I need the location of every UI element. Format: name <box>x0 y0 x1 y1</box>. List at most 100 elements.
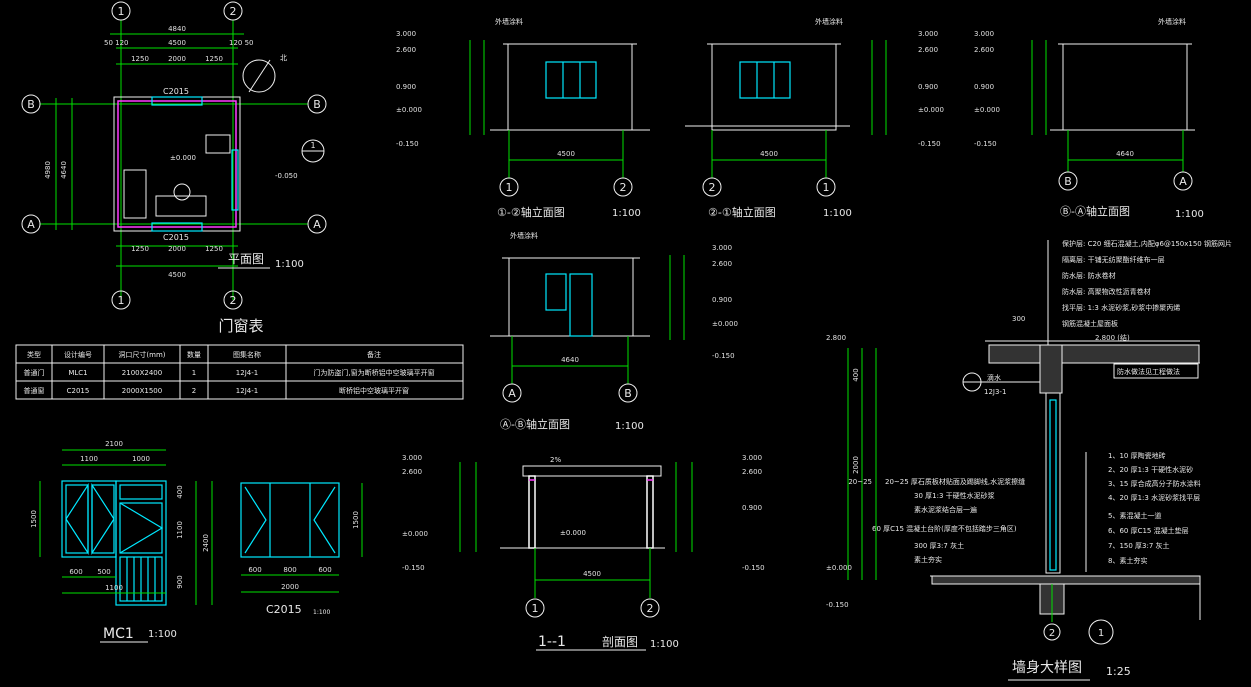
axis-bubble-a-left <box>21 214 41 234</box>
section-1-1: 2% ±0.000 3.000 2.600 ±0.000 -0.150 3.00… <box>402 454 765 651</box>
svg-text:备注: 备注 <box>367 350 381 359</box>
svg-text:2000: 2000 <box>852 456 860 474</box>
svg-text:2: 2 <box>647 602 654 615</box>
svg-text:2、20 厚1:3 干硬性水泥砂: 2、20 厚1:3 干硬性水泥砂 <box>1108 465 1193 474</box>
svg-text:MLC1: MLC1 <box>68 369 87 377</box>
svg-text:900: 900 <box>176 575 184 588</box>
window-c2015-detail: 600 800 600 2000 1500 C2015 1:100 <box>240 482 363 616</box>
svg-text:防水层: 高聚物改性沥青卷材: 防水层: 高聚物改性沥青卷材 <box>1062 287 1151 296</box>
axis-bubble-b-right <box>307 94 327 114</box>
svg-text:2: 2 <box>1049 628 1055 639</box>
svg-text:-0.150: -0.150 <box>826 601 849 609</box>
svg-text:素水泥浆结合层一遍: 素水泥浆结合层一遍 <box>914 505 977 514</box>
svg-text:1: 1 <box>1098 628 1104 639</box>
axis-label: 1 <box>118 294 125 307</box>
axis-label: B <box>313 98 321 111</box>
bed-icon <box>123 169 147 219</box>
svg-text:1000: 1000 <box>132 455 150 463</box>
svg-text:20~25 厚石质板材贴面及踢脚线,水泥浆擦缝: 20~25 厚石质板材贴面及踢脚线,水泥浆擦缝 <box>885 477 1025 486</box>
plan-walls <box>117 100 237 228</box>
svg-text:数量: 数量 <box>187 350 201 359</box>
axis-bubble-1-top <box>111 1 131 21</box>
svg-text:2000X1500: 2000X1500 <box>122 387 162 395</box>
window-bottom <box>151 222 203 232</box>
svg-text:2100: 2100 <box>105 440 123 448</box>
svg-text:外墙涂料: 外墙涂料 <box>495 17 523 26</box>
svg-text:滴水: 滴水 <box>987 373 1001 382</box>
svg-text:50 120: 50 120 <box>104 39 129 47</box>
door-window-schedule: 门窗表 类型 设计编号 洞口尺寸(mm) 数量 图集名称 备注 普通门 MLC1… <box>15 317 464 400</box>
svg-text:外墙涂料: 外墙涂料 <box>1158 17 1186 26</box>
svg-text:1: 1 <box>532 602 539 615</box>
svg-text:12J4-1: 12J4-1 <box>236 387 258 395</box>
svg-text:2400: 2400 <box>202 534 210 552</box>
svg-text:普通门: 普通门 <box>24 368 45 377</box>
svg-text:图集名称: 图集名称 <box>233 350 261 359</box>
svg-text:1: 1 <box>506 181 513 194</box>
axis-label: 1 <box>118 5 125 18</box>
axis-bubble-2-bottom <box>223 290 243 310</box>
svg-text:600: 600 <box>318 566 331 574</box>
elevation-title: ②-①轴立面图 <box>708 205 776 219</box>
wall-section-detail: 保护层: C20 细石混凝土,内配φ6@150x150 钢筋网片 隔离层: 干铺… <box>826 239 1232 681</box>
svg-text:60 厚C15 混凝土台阶(厚度不包括踏步三角区): 60 厚C15 混凝土台阶(厚度不包括踏步三角区) <box>872 524 1017 533</box>
svg-text:2.600: 2.600 <box>974 46 994 54</box>
north-arrow-icon <box>242 59 276 93</box>
svg-text:800: 800 <box>283 566 296 574</box>
table-title: 门窗表 <box>218 317 263 335</box>
svg-text:1:100: 1:100 <box>615 421 644 432</box>
svg-text:防水做法见工程做法: 防水做法见工程做法 <box>1117 367 1180 376</box>
svg-text:-0.150: -0.150 <box>402 564 425 572</box>
svg-text:3、15 厚合成高分子防水涂料: 3、15 厚合成高分子防水涂料 <box>1108 479 1201 488</box>
svg-text:±0.000: ±0.000 <box>826 564 852 572</box>
svg-text:3.000: 3.000 <box>712 244 732 252</box>
axis-label: B <box>27 98 35 111</box>
window-top <box>151 96 203 106</box>
axis-label: A <box>313 218 321 231</box>
svg-text:1100: 1100 <box>80 455 98 463</box>
svg-text:-0.050: -0.050 <box>275 172 298 180</box>
svg-text:2.800: 2.800 <box>826 334 846 342</box>
svg-text:7、150 厚3:7 灰土: 7、150 厚3:7 灰土 <box>1108 541 1170 550</box>
svg-text:12J3-1: 12J3-1 <box>984 388 1006 396</box>
svg-text:C2015: C2015 <box>163 87 189 96</box>
svg-text:0.900: 0.900 <box>918 83 938 91</box>
svg-text:4500: 4500 <box>557 150 575 158</box>
svg-text:4500: 4500 <box>168 39 186 47</box>
svg-text:±0.000: ±0.000 <box>560 529 586 537</box>
axis-bubble-b-left <box>21 94 41 114</box>
window-c2015 <box>739 61 791 99</box>
window <box>545 273 567 311</box>
svg-text:类型: 类型 <box>27 350 41 359</box>
svg-text:1:100: 1:100 <box>823 208 852 219</box>
elevation-title: Ⓑ-Ⓐ轴立面图 <box>1060 204 1130 218</box>
svg-text:1500: 1500 <box>30 510 38 528</box>
door-mc1 <box>231 149 239 211</box>
detail-ref-icon <box>1088 619 1114 645</box>
svg-text:0.900: 0.900 <box>712 296 732 304</box>
svg-text:1100: 1100 <box>176 521 184 539</box>
svg-text:2.600: 2.600 <box>918 46 938 54</box>
svg-text:4640: 4640 <box>1116 150 1134 158</box>
svg-text:1: 1 <box>192 369 196 377</box>
svg-text:5、素混凝土一道: 5、素混凝土一道 <box>1108 511 1161 520</box>
svg-text:600: 600 <box>248 566 261 574</box>
svg-text:1250: 1250 <box>205 55 223 63</box>
svg-text:-0.150: -0.150 <box>918 140 941 148</box>
svg-text:600: 600 <box>69 568 82 576</box>
svg-text:±0.000: ±0.000 <box>402 530 428 538</box>
svg-text:120 50: 120 50 <box>229 39 254 47</box>
svg-text:3.000: 3.000 <box>742 454 762 462</box>
svg-text:4500: 4500 <box>583 570 601 578</box>
svg-text:1250: 1250 <box>131 55 149 63</box>
svg-text:防水层: 防水卷材: 防水层: 防水卷材 <box>1062 271 1116 280</box>
svg-text:0.900: 0.900 <box>742 504 762 512</box>
chair-icon <box>173 183 191 201</box>
svg-text:2.800 (结): 2.800 (结) <box>1095 333 1130 342</box>
svg-text:2: 2 <box>620 181 627 194</box>
door-mc1 <box>569 273 593 337</box>
svg-text:1:100: 1:100 <box>650 639 679 650</box>
svg-text:A: A <box>508 387 516 400</box>
svg-text:1:100: 1:100 <box>313 609 330 616</box>
svg-text:2: 2 <box>709 181 716 194</box>
